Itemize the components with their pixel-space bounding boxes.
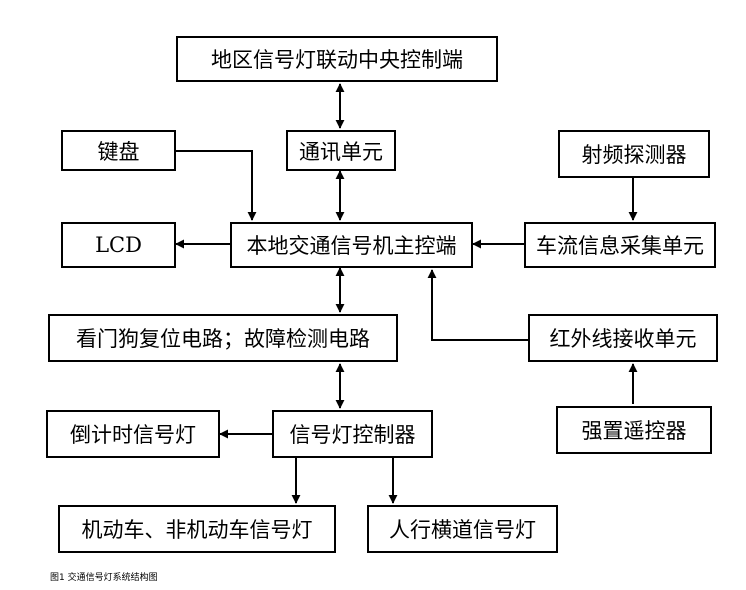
light-controller-box: 信号灯控制器 (272, 410, 433, 458)
rf-detector-box: 射频探测器 (558, 130, 710, 178)
remote-control-box: 强置遥控器 (556, 406, 712, 454)
comm-unit-box: 通讯单元 (286, 130, 396, 171)
keyboard-box: 键盘 (61, 130, 176, 171)
local-host-box: 本地交通信号机主控端 (230, 222, 473, 268)
central-control-box: 地区信号灯联动中央控制端 (176, 36, 498, 82)
ir-receiver-box: 红外线接收单元 (528, 314, 718, 362)
vehicle-light-box: 机动车、非机动车信号灯 (58, 505, 336, 553)
figure-caption: 图1 交通信号灯系统结构图 (50, 573, 158, 583)
traffic-collect-box: 车流信息采集单元 (524, 222, 716, 268)
watchdog-box: 看门狗复位电路；故障检测电路 (48, 314, 398, 362)
countdown-light-box: 倒计时信号灯 (46, 410, 220, 458)
pedestrian-light-box: 人行横道信号灯 (367, 505, 558, 553)
edge-keyboard-host (176, 150, 257, 221)
lcd-box: LCD (61, 222, 176, 268)
edge-ir-host (427, 269, 528, 341)
